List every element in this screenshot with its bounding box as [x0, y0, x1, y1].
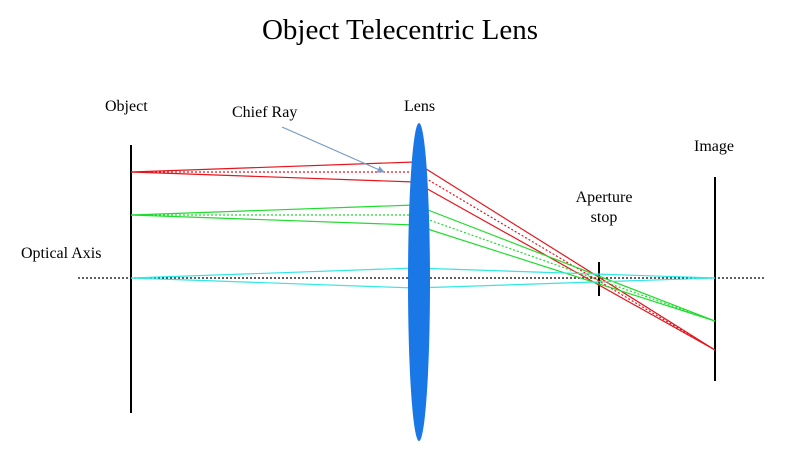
aperture-label-line2: stop [590, 209, 618, 226]
lens-label: Lens [404, 98, 436, 115]
object-label: Object [105, 98, 148, 115]
cyan-ray-bundle [130, 267, 716, 289]
optical-axis-label: Optical Axis [21, 245, 102, 262]
lens-shape [408, 123, 430, 441]
image-label: Image [694, 138, 734, 155]
chief-ray-label: Chief Ray [232, 104, 298, 121]
diagram-title: Object Telecentric Lens [261, 14, 539, 46]
aperture-label-line1: Aperture [575, 189, 633, 206]
red-ray-bundle [130, 161, 716, 351]
chief-ray-pointer [281, 126, 385, 173]
green-ray-bundle [130, 204, 716, 322]
aperture-stop-label: Aperture stop [567, 188, 641, 228]
